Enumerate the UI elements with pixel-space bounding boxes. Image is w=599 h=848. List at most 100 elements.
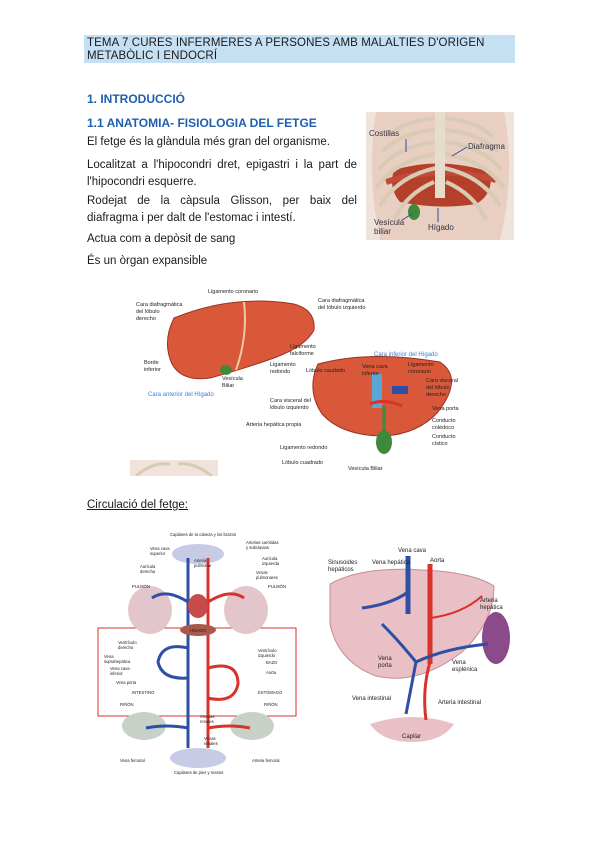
label-cara-inferior: Cara inferior del Hígado (374, 352, 438, 358)
label-cara-diaf-der-2: del lóbulo (136, 309, 160, 315)
label-lig-falciforme-1: Ligamento (290, 344, 316, 350)
label-capilares-top: Capilares de la cabeza y los brazos (170, 532, 236, 537)
label-borde-2: inferior (144, 367, 161, 373)
label-conducto-cistico-1: Conducto (432, 434, 456, 440)
label-higado: HÍGADO (190, 628, 207, 633)
label-lig-coronario2-2: coronario (408, 369, 431, 375)
label-rinon-left: RIÑÓN (120, 702, 134, 707)
label-borde-1: Borde (144, 360, 159, 366)
label-arteria-hepatica: Arteria hepática propia (246, 422, 302, 428)
label-sinusoides-2: hepáticos (328, 567, 354, 573)
label-vesicula-1: Vesícula (222, 376, 244, 382)
label-conducto-coledoco-2: colédoco (432, 425, 454, 431)
intro-heading: 1. INTRODUCCIÓ (87, 92, 186, 106)
label-rinon-right: RIÑÓN (264, 702, 278, 707)
circulation-figure: Capilares de la cabeza y los brazos Arte… (96, 528, 300, 776)
label-capilares-bottom: Capilares de pies y manos (174, 770, 223, 775)
label-vena-supra-1: Vena (104, 654, 114, 659)
label-lobulo-caudado: Lóbulo caudado (306, 368, 345, 374)
portal-circulation-illustration: Sinusoides hepáticos Vena hepática Vena … (328, 548, 510, 742)
label-cara-anterior: Cara anterior del Hígado (148, 392, 214, 398)
label-venas-pulm-1: Venas (256, 570, 268, 575)
label-vena-femoral: Vena femoral (120, 758, 145, 763)
label-biliar: biliar (374, 227, 391, 236)
label-intestino: INTESTINO (132, 690, 155, 695)
label-lig-falciforme-2: falciforme (290, 351, 314, 357)
label-vena-intestinal: Vena intestinal (352, 696, 391, 702)
label-arterias-renales-1: Arterias (200, 714, 214, 719)
label-ventriculo-izq-1: Ventrículo (258, 648, 277, 653)
label-lig-redondo-2: redondo (270, 369, 290, 375)
label-lig-coronario2-1: Ligamento (408, 362, 434, 368)
label-cara-diaf-der-3: derecho (136, 316, 156, 322)
label-vena-cava-2: inferior (362, 371, 379, 377)
label-lig-redondo-b: Ligamento redondo (280, 445, 327, 451)
document-header: TEMA 7 CURES INFERMERES A PERSONES AMB M… (87, 37, 512, 63)
label-arterias-carotidas-1: Arterias carótidas (246, 540, 279, 545)
label-vena-porta: Vena porta (116, 680, 137, 685)
paragraph-4: Actua com a depòsit de sang (87, 233, 236, 245)
label-arteria-intestinal: Arteria intestinal (438, 700, 481, 706)
label-conducto-coledoco-1: Conducto (432, 418, 456, 424)
ribcage-figure: Costillas Diafragma Vesícula biliar Híga… (366, 112, 514, 240)
label-auricula-izq-2: izquierda (262, 561, 280, 566)
paragraph-3: Rodejat de la càpsula Glisson, per baix … (87, 195, 357, 224)
label-estomago: ESTÓMAGO (258, 690, 283, 695)
label-vena-supra-2: suprahepática (104, 659, 131, 664)
liver-anatomy-figure: Ligamento coronario Cara diafragmática d… (122, 286, 486, 476)
paragraph-5: És un òrgan expansible (87, 255, 208, 267)
label-arterias-carotidas-2: y subclavias (246, 545, 269, 550)
label-vena-porta-2: porta (378, 663, 392, 669)
label-ventriculo-der-1: Ventrículo (118, 640, 137, 645)
label-cara-visc-der-1: Cara visceral (426, 378, 458, 384)
label-vena-porta: Vena porta (432, 406, 460, 412)
label-ventriculo-der-2: derecho (118, 645, 134, 650)
label-vena-cava-inf-2: inferior (110, 671, 123, 676)
label-arteria-hepatica-2: hepática (480, 605, 503, 611)
anatomy-heading: 1.1 ANATOMIA- FISIOLOGIA DEL FETGE (87, 116, 317, 130)
label-cara-visc-izq-2: lóbulo izquierdo (270, 405, 309, 411)
label-vena-esplenica-2: esplénica (452, 667, 478, 673)
label-diafragma: Diafragma (468, 142, 505, 151)
label-venas-renales-2: renales (204, 741, 218, 746)
label-vena-esplenica-1: Vena (452, 660, 466, 666)
label-vena-porta-1: Vena (378, 656, 392, 662)
label-venas-pulm-2: pulmonares (256, 575, 278, 580)
liver-anatomy-illustration: Ligamento coronario Cara diafragmática d… (130, 289, 460, 476)
label-auricula-der-2: derecha (140, 569, 156, 574)
label-lobulo-cuadrado: Lóbulo cuadrado (282, 460, 323, 466)
label-vena-cava-sup-2: superior (150, 551, 166, 556)
label-cara-visc-izq-1: Cara visceral del (270, 398, 311, 404)
label-bazo: BAZO (266, 660, 278, 665)
label-arteria-hepatica-1: Arteria (480, 598, 498, 604)
label-cara-diaf-der-1: Cara diafragmática (136, 302, 183, 308)
label-venas-renales-1: Venas (204, 736, 216, 741)
label-conducto-cistico-2: cístico (432, 441, 448, 447)
label-arteria-pulmonar-2: pulmonar (194, 563, 212, 568)
label-capilar: Capilar (402, 734, 421, 740)
label-arterias-renales-2: renales (200, 719, 214, 724)
label-ventriculo-izq-2: izquierdo (258, 653, 276, 658)
header-line-1: TEMA 7 CURES INFERMERES A PERSONES AMB M… (87, 37, 485, 49)
label-aorta: Aorta (430, 558, 445, 564)
label-arteria-pulmonar-1: Arteria (194, 558, 207, 563)
label-auricula-izq-1: Aurícula (262, 556, 278, 561)
label-vesicula-biliar: Vesícula Biliar (348, 466, 383, 472)
label-higado: Hígado (428, 223, 454, 232)
circulation-illustration: Capilares de la cabeza y los brazos Arte… (97, 532, 297, 775)
label-vena-cava: Vena cava (398, 548, 427, 554)
ribcage-illustration: Costillas Diafragma Vesícula biliar Híga… (366, 112, 514, 240)
label-lig-redondo-1: Ligamento (270, 362, 296, 368)
label-cara-visc-der-3: derecho (426, 392, 446, 398)
label-vena-cava-sup-1: Vena cava (150, 546, 170, 551)
label-pulmon-left: PULMÓN (132, 584, 150, 589)
label-vesicula: Vesícula (374, 218, 405, 227)
label-vesicula-2: Biliar (222, 383, 234, 389)
circulation-title: Circulació del fetge: (87, 499, 188, 511)
label-costillas: Costillas (369, 129, 399, 138)
label-arteria-femoral: Arteria femoral (252, 758, 280, 763)
header-line-2: METABÒLIC I ENDOCRÍ (87, 50, 218, 62)
label-auricula-der-1: Aurícula (140, 564, 156, 569)
header-band (84, 35, 515, 63)
label-cara-diaf-izq-1: Cara diafragmática (318, 298, 365, 304)
